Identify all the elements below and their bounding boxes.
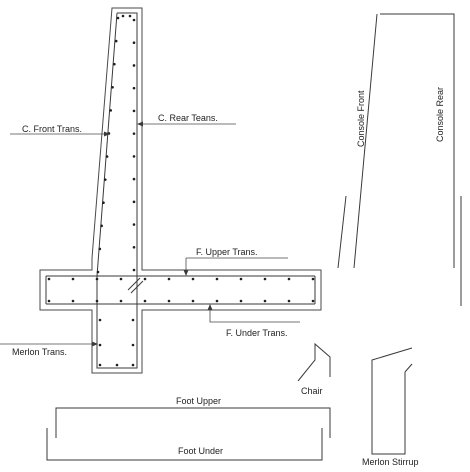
rebar-dot — [115, 363, 119, 367]
rebar-dots — [47, 14, 315, 367]
rebar-dot — [109, 109, 113, 112]
rebar-dot — [98, 318, 102, 322]
rebar-dot — [95, 277, 99, 281]
c-rear-trans-arrow — [137, 121, 143, 127]
rebar-dot — [132, 41, 136, 45]
rebar-dot — [132, 200, 136, 204]
rebar-dot — [95, 299, 99, 303]
rebar-dot — [311, 299, 315, 303]
rebar-dot — [103, 178, 107, 181]
rebar-dot — [215, 277, 219, 281]
c-front-trans-label: C. Front Trans. — [22, 124, 82, 134]
rebar-dot — [132, 155, 136, 158]
rebar-dot — [287, 277, 291, 281]
rebar-dot — [311, 277, 315, 281]
rebar-dot — [132, 177, 136, 181]
rebar-dot — [167, 299, 171, 303]
merlon-trans-label: Merlon Trans. — [12, 347, 67, 357]
f-under-trans-label: F. Under Trans. — [226, 328, 288, 338]
rebar-dot — [263, 277, 267, 281]
f-under-trans-arrow — [207, 304, 213, 310]
merlon-rebar — [96, 276, 138, 369]
f-upper-trans-label: F. Upper Trans. — [196, 247, 258, 257]
rebar-dot — [100, 224, 103, 228]
rebar-dot — [263, 299, 267, 303]
rebar-dot — [111, 85, 114, 89]
rebar-dot — [47, 299, 51, 303]
rebar-dot — [239, 299, 243, 303]
rebar-dot — [132, 268, 136, 272]
anchor-hook-rebar — [127, 277, 144, 294]
console-front-bar — [337, 13, 378, 269]
rebar-dot — [98, 247, 102, 251]
f-under-trans-leader — [209, 306, 300, 323]
rebar-dot — [143, 277, 147, 281]
rebar-dot — [114, 39, 118, 43]
console-rear-bar — [380, 13, 455, 268]
rebar-dot — [131, 343, 135, 347]
rebar-dot — [47, 277, 51, 281]
foot-under-bar — [46, 428, 323, 461]
rebar-dot — [239, 277, 243, 281]
foot-upper-label: Foot Upper — [176, 396, 221, 406]
rebar-dot — [71, 277, 75, 281]
merlon-stirrup-bar — [371, 347, 413, 455]
console-front-label: Console Front — [356, 90, 366, 147]
rebar-dot — [191, 277, 195, 281]
rebar-dot — [167, 277, 171, 281]
console-rear-label: Console Rear — [435, 87, 445, 142]
rebar-dot — [132, 109, 136, 113]
merlon-stirrup-label: Merlon Stirrup — [362, 457, 419, 467]
rebar-dot — [215, 299, 219, 303]
rebar-dot — [102, 201, 105, 205]
rebar-dot — [143, 299, 147, 303]
f-upper-trans-leader — [185, 257, 288, 272]
foot-upper-bar — [55, 407, 331, 438]
rebar-dot — [132, 64, 136, 67]
rebar-dot — [132, 86, 136, 90]
chair-bar — [297, 342, 331, 382]
rebar-dot — [287, 299, 291, 303]
rebar-dot — [96, 270, 100, 274]
rebar-dot — [132, 18, 136, 22]
rebar-dot — [121, 14, 125, 18]
c-rear-trans-label: C. Rear Teans. — [158, 113, 218, 123]
rebar-dot — [119, 299, 123, 303]
rebar-dot — [132, 223, 136, 226]
rebar-dot — [131, 363, 135, 367]
rebar-dot — [119, 277, 123, 281]
foot-under-label: Foot Under — [178, 446, 223, 456]
rebar-dot — [132, 245, 136, 249]
chair-label: Chair — [301, 386, 323, 396]
rebar-dot — [71, 299, 75, 303]
rebar-dot — [113, 62, 116, 66]
rebar-dot — [131, 318, 135, 322]
rebar-dot — [98, 343, 102, 347]
wall-section-outline — [39, 7, 322, 374]
rebar-dot — [128, 14, 132, 18]
rebar-dot — [105, 155, 109, 158]
rebar-dot — [116, 16, 120, 20]
console-rebar-cage — [96, 12, 138, 277]
rebar-dot — [98, 363, 102, 367]
merlon-trans-arrow — [92, 341, 98, 347]
rebar-dot — [132, 132, 136, 135]
c-front-trans-arrow — [104, 131, 110, 137]
f-upper-trans-arrow — [183, 270, 189, 276]
rebar-dot — [191, 299, 195, 303]
